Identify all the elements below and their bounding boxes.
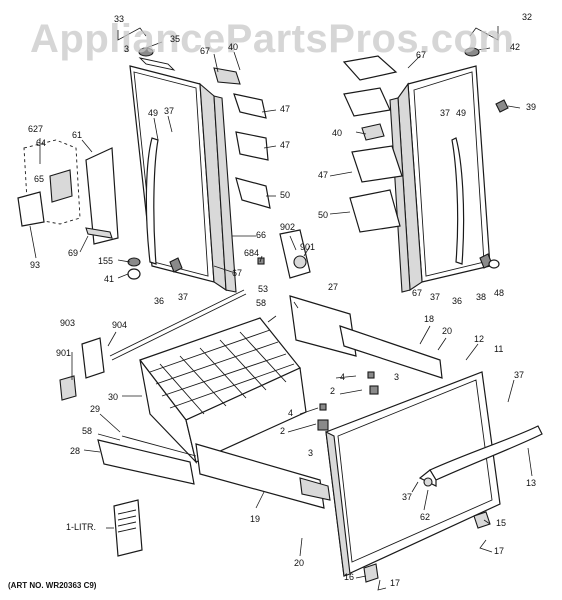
right-door-bins — [342, 55, 403, 233]
callout-35: 35 — [170, 34, 180, 44]
callout-37: 37 — [430, 292, 440, 302]
callout-50: 50 — [318, 210, 328, 220]
callout-4: 4 — [288, 408, 293, 418]
callout-33: 33 — [114, 14, 124, 24]
callout-42: 42 — [510, 42, 520, 52]
callout-3: 3 — [394, 372, 399, 382]
callout-67: 67 — [200, 46, 210, 56]
callout-62: 62 — [420, 512, 430, 522]
callout-28: 28 — [70, 446, 80, 456]
callout-13: 13 — [526, 478, 536, 488]
callout-61: 61 — [72, 130, 82, 140]
callout-16: 16 — [344, 572, 354, 582]
callout-48: 48 — [494, 288, 504, 298]
callout-17: 17 — [390, 578, 400, 588]
freezer-drawer-assembly — [59, 289, 443, 509]
callout-902: 902 — [280, 222, 295, 232]
callout-50: 50 — [280, 190, 290, 200]
callout-40: 40 — [228, 42, 238, 52]
callout-47: 47 — [318, 170, 328, 180]
callout-37: 37 — [178, 292, 188, 302]
callout-901: 901 — [56, 348, 71, 358]
callout-36: 36 — [154, 296, 164, 306]
callout-38: 38 — [476, 292, 486, 302]
callout-32: 32 — [522, 12, 532, 22]
callout-3: 3 — [124, 44, 129, 54]
right-fresh-food-door — [389, 47, 491, 293]
callout-627: 627 — [28, 124, 43, 134]
watermark-text: AppliancePartsPros.com — [30, 17, 515, 61]
bushing — [127, 268, 141, 280]
bracket-left — [169, 257, 183, 273]
callout-903: 903 — [60, 318, 75, 328]
callout-30: 30 — [108, 392, 118, 402]
callout-numbers: 33 3 35 67 40 47 47 50 49 37 627 64 61 6… — [28, 12, 536, 588]
callout-36: 36 — [452, 296, 462, 306]
callout-3: 3 — [308, 448, 313, 458]
callout-64: 64 — [36, 138, 46, 148]
callout-2: 2 — [330, 386, 335, 396]
bracket-right-top — [495, 99, 509, 113]
callout-66: 66 — [256, 230, 266, 240]
callout-93: 93 — [30, 260, 40, 270]
callout-37: 37 — [402, 492, 412, 502]
left-door-bins — [213, 67, 271, 209]
callout-37: 37 — [514, 370, 524, 380]
literature-booklet — [113, 499, 143, 557]
callout-41: 41 — [104, 274, 114, 284]
callout-18: 18 — [424, 314, 434, 324]
callout-39: 39 — [526, 102, 536, 112]
callout-684: 684 — [244, 248, 259, 258]
callout-58: 58 — [256, 298, 266, 308]
callout-67: 67 — [416, 50, 426, 60]
center-mullion — [257, 229, 311, 279]
callout-901: 901 — [300, 242, 315, 252]
callout-12: 12 — [474, 334, 484, 344]
callout-65: 65 — [34, 174, 44, 184]
callout-37: 37 — [164, 106, 174, 116]
callout-19: 19 — [250, 514, 260, 524]
callout-20: 20 — [442, 326, 452, 336]
callout-47: 47 — [280, 104, 290, 114]
dispenser-inset — [17, 139, 119, 245]
callout-53: 53 — [258, 284, 268, 294]
callout-27: 27 — [328, 282, 338, 292]
callout-67: 67 — [232, 268, 242, 278]
callout-904: 904 — [112, 320, 127, 330]
freezer-door — [325, 371, 543, 583]
callout-58: 58 — [82, 426, 92, 436]
callout-47: 47 — [280, 140, 290, 150]
callout-155: 155 — [98, 256, 113, 266]
callout-67: 67 — [412, 288, 422, 298]
callout-4: 4 — [340, 372, 345, 382]
callout-49: 49 — [148, 108, 158, 118]
callout-69: 69 — [68, 248, 78, 258]
callout-37: 37 — [440, 108, 450, 118]
callout-11: 11 — [494, 344, 503, 354]
callout-15: 15 — [496, 518, 506, 528]
hinge-right — [488, 259, 500, 269]
left-fresh-food-door — [129, 47, 237, 293]
callout-49: 49 — [456, 108, 466, 118]
callout-17: 17 — [494, 546, 504, 556]
art-number: (ART NO. WR20363 C9) — [8, 581, 97, 590]
literature-label: 1-LITR. — [66, 522, 96, 532]
callout-29: 29 — [90, 404, 100, 414]
leader-lines — [29, 26, 533, 591]
callout-20: 20 — [294, 558, 304, 568]
callout-40: 40 — [332, 128, 342, 138]
callout-2: 2 — [280, 426, 285, 436]
